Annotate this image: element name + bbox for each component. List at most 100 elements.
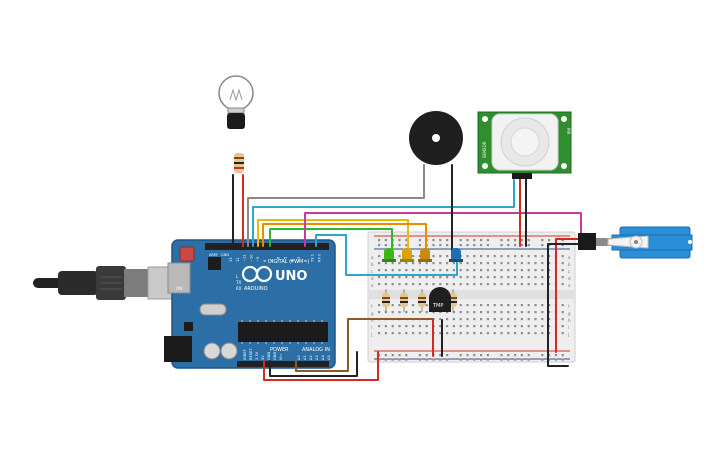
breadboard-hole [520,269,523,272]
breadboard-hole [405,354,408,357]
breadboard-hole [561,276,564,279]
breadboard-hole [398,262,401,265]
pin-label: Vin [279,354,283,360]
breadboard-hole [391,354,394,357]
breadboard-hole [480,239,483,242]
breadboard-hole [493,276,496,279]
breadboard-hole [378,244,381,247]
breadboard-hole [391,325,394,328]
breadboard-hole [527,239,530,242]
breadboard-hole [541,332,544,335]
row-letter: a [568,255,571,260]
breadboard-hole [500,325,503,328]
pin-label: 2 [304,260,308,262]
breadboard-hole [418,311,421,314]
breadboard-hole [466,239,469,242]
breadboard-hole [405,358,408,361]
breadboard-hole [439,269,442,272]
breadboard-hole [452,325,455,328]
breadboard-hole [480,262,483,265]
wire-red-5v [263,351,379,381]
breadboard-hole [541,262,544,265]
breadboard-hole [432,358,435,361]
servo-connector [578,233,596,250]
row-letter: a [371,255,374,260]
breadboard-hole [486,325,489,328]
breadboard-hole [412,332,415,335]
breadboard-hole [486,311,489,314]
breadboard-hole [527,332,530,335]
breadboard-hole [548,269,551,272]
arduino-brand: UNO [275,269,308,284]
breadboard-hole [561,262,564,265]
breadboard-hole [561,332,564,335]
breadboard-hole [493,255,496,258]
breadboard-hole [384,244,387,247]
pin-label: A1 [303,355,307,360]
breadboard-hole [378,325,381,328]
breadboard-hole [541,311,544,314]
breadboard-hole [473,255,476,258]
breadboard-hole [548,318,551,321]
breadboard-hole [398,244,401,247]
pin-label: RESET [249,348,253,360]
breadboard-hole [500,262,503,265]
tx-label: TX [235,280,241,285]
pin-label: A4 [321,355,325,360]
breadboard-hole [520,239,523,242]
breadboard-hole [439,332,442,335]
breadboard-hole [418,276,421,279]
breadboard-hole [398,354,401,357]
breadboard-hole [548,304,551,307]
pin-label: 4 [290,259,294,262]
pin-label: TX 1 [311,254,315,263]
breadboard-hole [500,311,503,314]
breadboard-hole [391,358,394,361]
power-jack [164,336,192,362]
pin-label: ~3 [297,257,301,262]
breadboard-hole [405,283,408,286]
breadboard-hole [405,325,408,328]
breadboard-hole [514,262,517,265]
tmp36-temperature-sensor: TMP [429,287,451,312]
breadboard-hole [548,276,551,279]
breadboard-hole [446,311,449,314]
breadboard-hole [514,318,517,321]
row-letter: j [567,332,569,337]
breadboard-hole [446,276,449,279]
led-yellow [400,248,414,262]
pin-label: 12 [236,257,240,262]
breadboard-hole [527,311,530,314]
breadboard-hole [432,276,435,279]
pin-label: ~11 [243,254,247,262]
breadboard-hole [520,304,523,307]
breadboard-hole [480,318,483,321]
breadboard-hole [459,311,462,314]
breadboard-hole [446,244,449,247]
breadboard-hole [466,276,469,279]
breadboard-hole [466,332,469,335]
breadboard-hole [500,283,503,286]
digital-header [205,243,329,250]
breadboard-hole [446,269,449,272]
breadboard-hole [418,262,421,265]
breadboard-hole [459,358,462,361]
breadboard-hole [473,354,476,357]
breadboard-hole [520,325,523,328]
wire-magenta-servo [304,212,582,247]
pin-label: ~9 [256,256,260,262]
breadboard-hole [405,269,408,272]
breadboard-hole [432,255,435,258]
row-letter: d [371,276,374,281]
power-analog-header [237,361,329,367]
breadboard-hole [405,244,408,247]
breadboard-hole [486,318,489,321]
breadboard-hole [446,332,449,335]
breadboard-hole [405,239,408,242]
breadboard-hole [466,354,469,357]
breadboard-hole [473,269,476,272]
breadboard-hole [384,262,387,265]
breadboard-hole [466,269,469,272]
breadboard-hole [527,269,530,272]
reset-button [179,246,195,262]
